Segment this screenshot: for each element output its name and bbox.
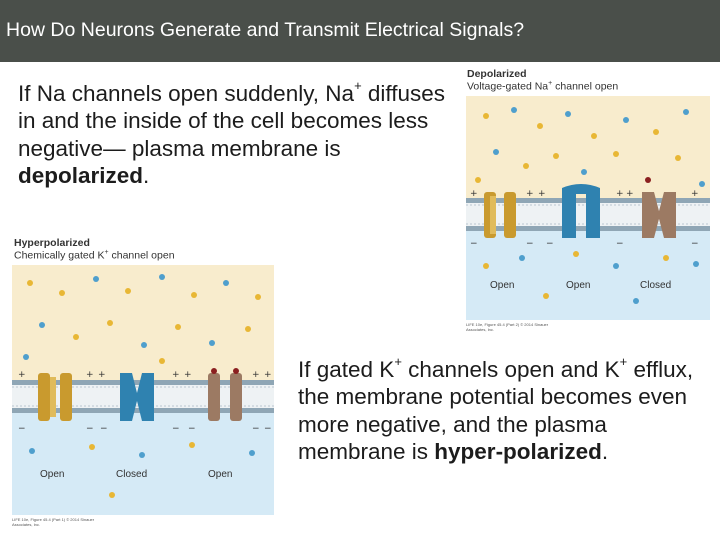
svg-text:−: − bbox=[470, 239, 478, 249]
tan-channel-open bbox=[208, 368, 242, 421]
bottom-paragraph-text-1: If gated K bbox=[298, 357, 395, 382]
depolarized-caption: LIFE 10e, Figure 45.4 (Part 2) © 2014 Si… bbox=[466, 322, 549, 332]
hyperpolarized-caption: LIFE 10e, Figure 45.4 (Part 1) © 2014 Si… bbox=[12, 517, 95, 527]
blue-channel-closed bbox=[120, 373, 154, 421]
membrane-charges: ++++++ −−−−− bbox=[470, 189, 699, 249]
svg-text:+: + bbox=[470, 189, 478, 199]
bottom-paragraph-text-2: channels open and K bbox=[401, 357, 620, 382]
svg-text:+: + bbox=[172, 370, 180, 380]
hyperpolarized-label-2: Closed bbox=[116, 469, 147, 480]
svg-text:+: + bbox=[691, 189, 699, 199]
bottom-paragraph: If gated K+ channels open and K+ efflux,… bbox=[298, 354, 718, 466]
ion-dots bbox=[475, 107, 705, 304]
depolarized-title: Depolarized bbox=[467, 68, 527, 80]
svg-text:−: − bbox=[86, 424, 94, 434]
gold-channel-open bbox=[38, 373, 72, 421]
svg-text:−: − bbox=[172, 424, 180, 434]
top-paragraph-text-1: If Na channels open suddenly, Na bbox=[18, 81, 355, 106]
hyperpolarized-subtitle-text: Chemically gated K bbox=[14, 249, 105, 262]
membrane-charges: +++++++ −−−−−−− bbox=[18, 370, 272, 434]
svg-text:+: + bbox=[184, 370, 192, 380]
depolarized-label-3: Closed bbox=[640, 280, 671, 291]
bottom-paragraph-sup-2: + bbox=[619, 354, 628, 369]
svg-text:−: − bbox=[18, 424, 26, 434]
depolarized-subtitle-sup: + bbox=[548, 80, 553, 88]
svg-text:+: + bbox=[538, 189, 546, 199]
svg-text:+: + bbox=[616, 189, 624, 199]
depolarized-heading: Depolarized Voltage-gated Na+ channel op… bbox=[467, 68, 618, 93]
svg-text:+: + bbox=[86, 370, 94, 380]
hyperpolarized-subtitle-sup: + bbox=[104, 249, 109, 257]
depolarized-term: depolarized bbox=[18, 163, 144, 189]
svg-text:+: + bbox=[626, 189, 634, 199]
svg-text:+: + bbox=[264, 370, 272, 380]
svg-text:−: − bbox=[188, 424, 196, 434]
svg-text:+: + bbox=[526, 189, 534, 199]
svg-text:−: − bbox=[100, 424, 108, 434]
ion-dots bbox=[23, 274, 261, 498]
svg-text:+: + bbox=[18, 370, 26, 380]
blue-channel-open bbox=[562, 184, 600, 238]
svg-text:−: − bbox=[264, 424, 272, 434]
title-bar: How Do Neurons Generate and Transmit Ele… bbox=[0, 0, 720, 62]
hyperpolarized-heading: Hyperpolarized Chemically gated K+ chann… bbox=[14, 237, 175, 262]
tan-channel-closed bbox=[642, 192, 676, 238]
svg-text:−: − bbox=[252, 424, 260, 434]
slide-title: How Do Neurons Generate and Transmit Ele… bbox=[6, 19, 525, 41]
svg-text:+: + bbox=[252, 370, 260, 380]
outside-region bbox=[466, 96, 710, 201]
depolarized-subtitle-text: Voltage-gated Na bbox=[467, 80, 549, 93]
hyperpolarized-title: Hyperpolarized bbox=[14, 237, 90, 249]
top-paragraph-end: . bbox=[143, 163, 150, 189]
hyperpolarized-figure: +++++++ −−−−−−− Open Closed Open bbox=[12, 265, 274, 515]
top-paragraph-text-2: diffuses in and the inside of the cell b… bbox=[18, 81, 446, 161]
svg-text:−: − bbox=[526, 239, 534, 249]
top-paragraph-sup: + bbox=[354, 78, 362, 93]
svg-text:+: + bbox=[98, 370, 106, 380]
top-paragraph: If Na channels open suddenly, Na+ diffus… bbox=[18, 78, 458, 190]
hyperpolarized-label-1: Open bbox=[40, 469, 64, 480]
depolarized-subtitle-text-2: channel open bbox=[552, 80, 619, 93]
depolarized-subtitle: Voltage-gated Na+ channel open bbox=[467, 80, 618, 93]
svg-text:−: − bbox=[691, 239, 699, 249]
hyperpolarized-label-3: Open bbox=[208, 469, 232, 480]
depolarized-label-1: Open bbox=[490, 280, 514, 291]
hyperpolarized-subtitle: Chemically gated K+ channel open bbox=[14, 249, 175, 262]
depolarized-figure: ++++++ −−−−− Open Open Closed bbox=[466, 96, 710, 320]
svg-text:−: − bbox=[616, 239, 624, 249]
hyperpolarized-subtitle-text-2: channel open bbox=[108, 249, 175, 262]
outside-region bbox=[12, 265, 274, 383]
hyperpolarized-term: hyper-polarized bbox=[434, 439, 602, 465]
depolarized-label-2: Open bbox=[566, 280, 590, 291]
bottom-paragraph-text-3: efflux, the membrane potential becomes e… bbox=[298, 357, 694, 465]
bottom-paragraph-end: . bbox=[601, 439, 609, 465]
svg-text:−: − bbox=[546, 239, 554, 249]
bottom-paragraph-sup-1: + bbox=[394, 354, 402, 369]
gold-channel-open bbox=[484, 192, 516, 238]
